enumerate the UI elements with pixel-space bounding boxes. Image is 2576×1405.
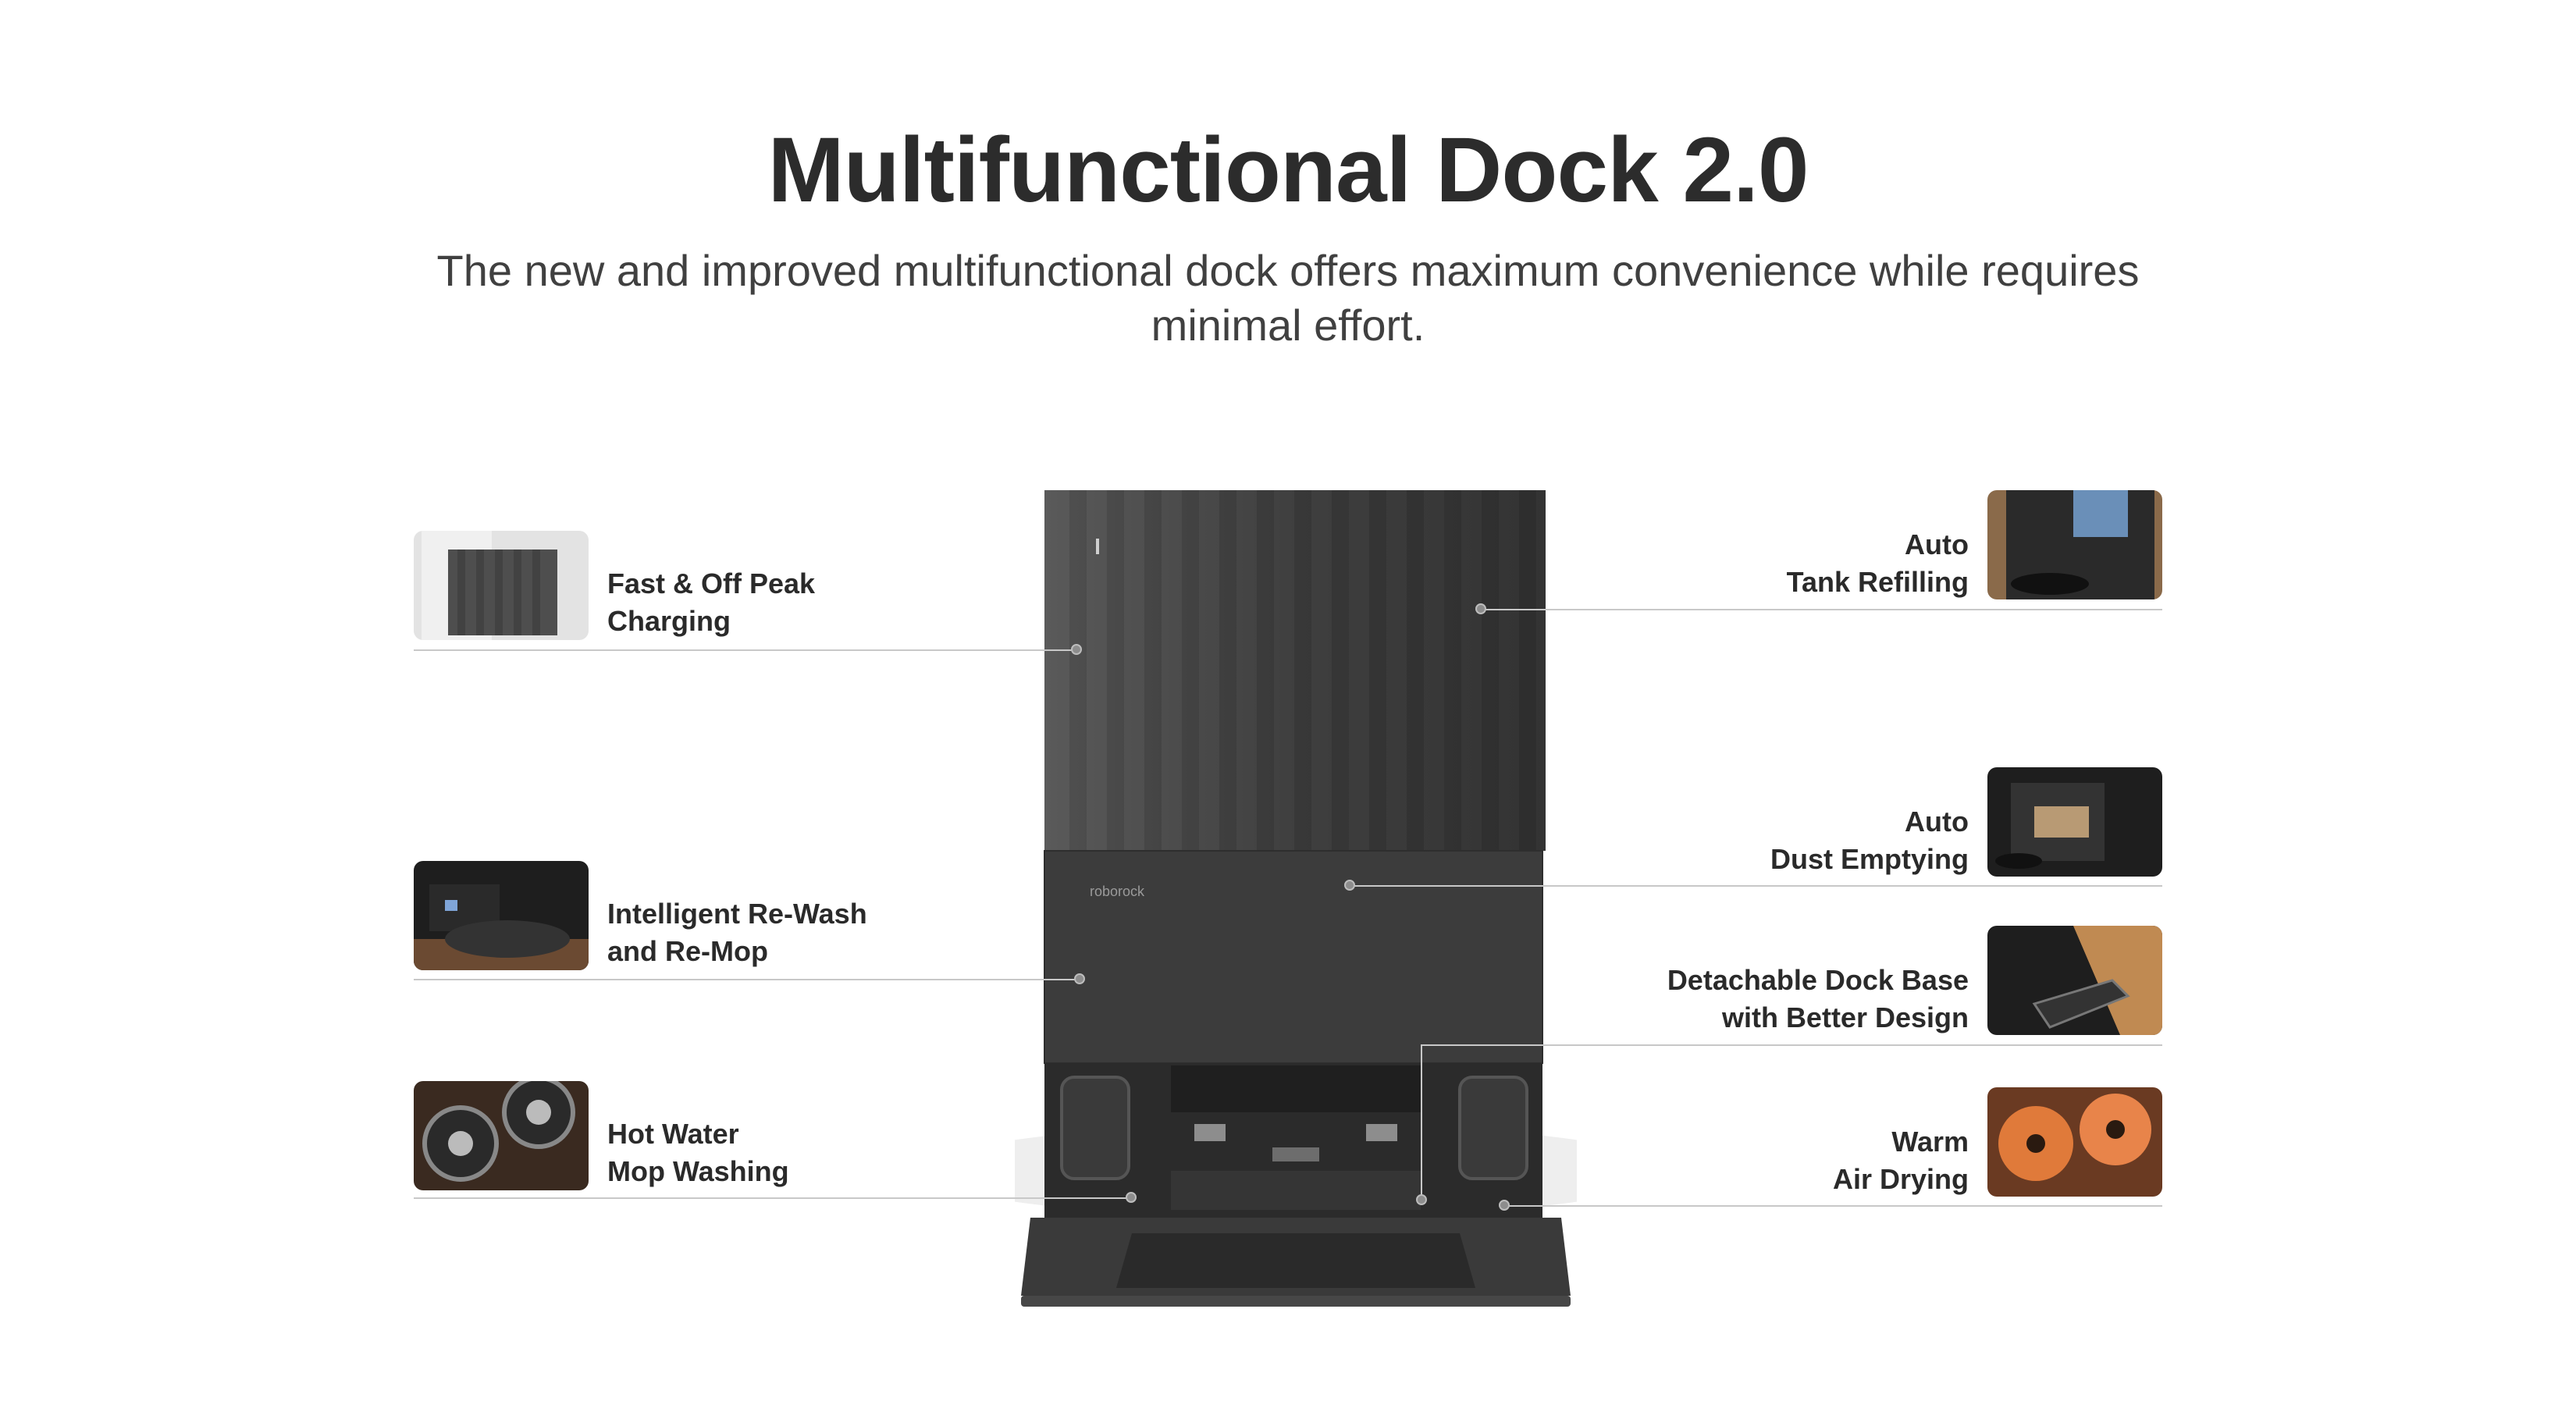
feature-label-line: Intelligent Re-Wash — [607, 898, 867, 930]
leader-line-vertical — [1421, 1044, 1422, 1200]
leader-line — [1350, 885, 2162, 887]
page-title: Multifunctional Dock 2.0 — [767, 119, 1809, 222]
feature-label-line: and Re-Mop — [607, 935, 768, 967]
leader-line — [1482, 609, 2162, 610]
feature-label-line: Tank Refilling — [1786, 566, 1969, 598]
feature-label-line: Dust Emptying — [1770, 843, 1969, 875]
leader-line — [414, 1197, 1130, 1199]
feature-label: Fast & Off Peak Charging — [607, 565, 815, 640]
feature-label-line: Hot Water — [607, 1118, 739, 1150]
leader-dot — [1344, 880, 1355, 891]
feature-label: Hot Water Mop Washing — [607, 1115, 789, 1190]
feature-rewash: Intelligent Re-Wash and Re-Mop — [414, 861, 1077, 978]
leader-line — [414, 649, 1076, 651]
leader-dot — [1475, 603, 1486, 614]
feature-label-line: Warm — [1891, 1126, 1969, 1158]
subtitle-line-2: minimal effort. — [1151, 301, 1425, 350]
feature-label: Auto Tank Refilling — [1787, 526, 1969, 601]
leader-line — [414, 979, 1079, 980]
feature-label-line: Charging — [607, 605, 731, 637]
feature-label: Auto Dust Emptying — [1770, 803, 1969, 878]
feature-hot-water-washing: Hot Water Mop Washing — [414, 1081, 1077, 1198]
leader-dot — [1071, 644, 1082, 655]
mop-washing-thumbnail — [414, 1081, 589, 1190]
dock-brand-logo: roborock — [1090, 884, 1145, 899]
leader-dot — [1126, 1192, 1137, 1203]
feature-label-line: Fast & Off Peak — [607, 567, 816, 599]
dock-charging-thumbnail — [414, 531, 589, 640]
leader-dot — [1416, 1194, 1427, 1205]
leader-dot — [1499, 1200, 1510, 1211]
rewash-thumbnail — [414, 861, 589, 970]
feature-label-line: with Better Design — [1721, 1001, 1969, 1033]
feature-detachable-dock-base: Detachable Dock Base with Better Design — [1421, 926, 2162, 1043]
dock-base-thumbnail — [1987, 926, 2162, 1035]
feature-warm-air-drying: Warm Air Drying — [1483, 1087, 2162, 1204]
feature-label-line: Auto — [1905, 528, 1969, 560]
air-drying-thumbnail — [1987, 1087, 2162, 1197]
feature-label: Intelligent Re-Wash and Re-Mop — [607, 895, 867, 970]
feature-fast-charging: Fast & Off Peak Charging — [414, 531, 1077, 648]
feature-label-line: Air Drying — [1832, 1163, 1969, 1195]
feature-label-line: Detachable Dock Base — [1667, 964, 1969, 996]
leader-dot — [1074, 973, 1085, 984]
feature-auto-dust-emptying: Auto Dust Emptying — [1350, 767, 2162, 884]
feature-auto-tank-refilling: Auto Tank Refilling — [1483, 490, 2162, 607]
dust-emptying-thumbnail — [1987, 767, 2162, 877]
leader-line — [1505, 1205, 2162, 1207]
subtitle-line-1: The new and improved multifunctional doc… — [436, 246, 2140, 295]
leader-line — [1421, 1044, 2162, 1046]
feature-label: Detachable Dock Base with Better Design — [1667, 962, 1969, 1037]
tank-refilling-thumbnail — [1987, 490, 2162, 599]
feature-label-line: Auto — [1905, 806, 1969, 838]
page-subtitle: The new and improved multifunctional doc… — [351, 244, 2225, 353]
feature-label-line: Mop Washing — [607, 1155, 789, 1187]
feature-label: Warm Air Drying — [1833, 1123, 1969, 1198]
